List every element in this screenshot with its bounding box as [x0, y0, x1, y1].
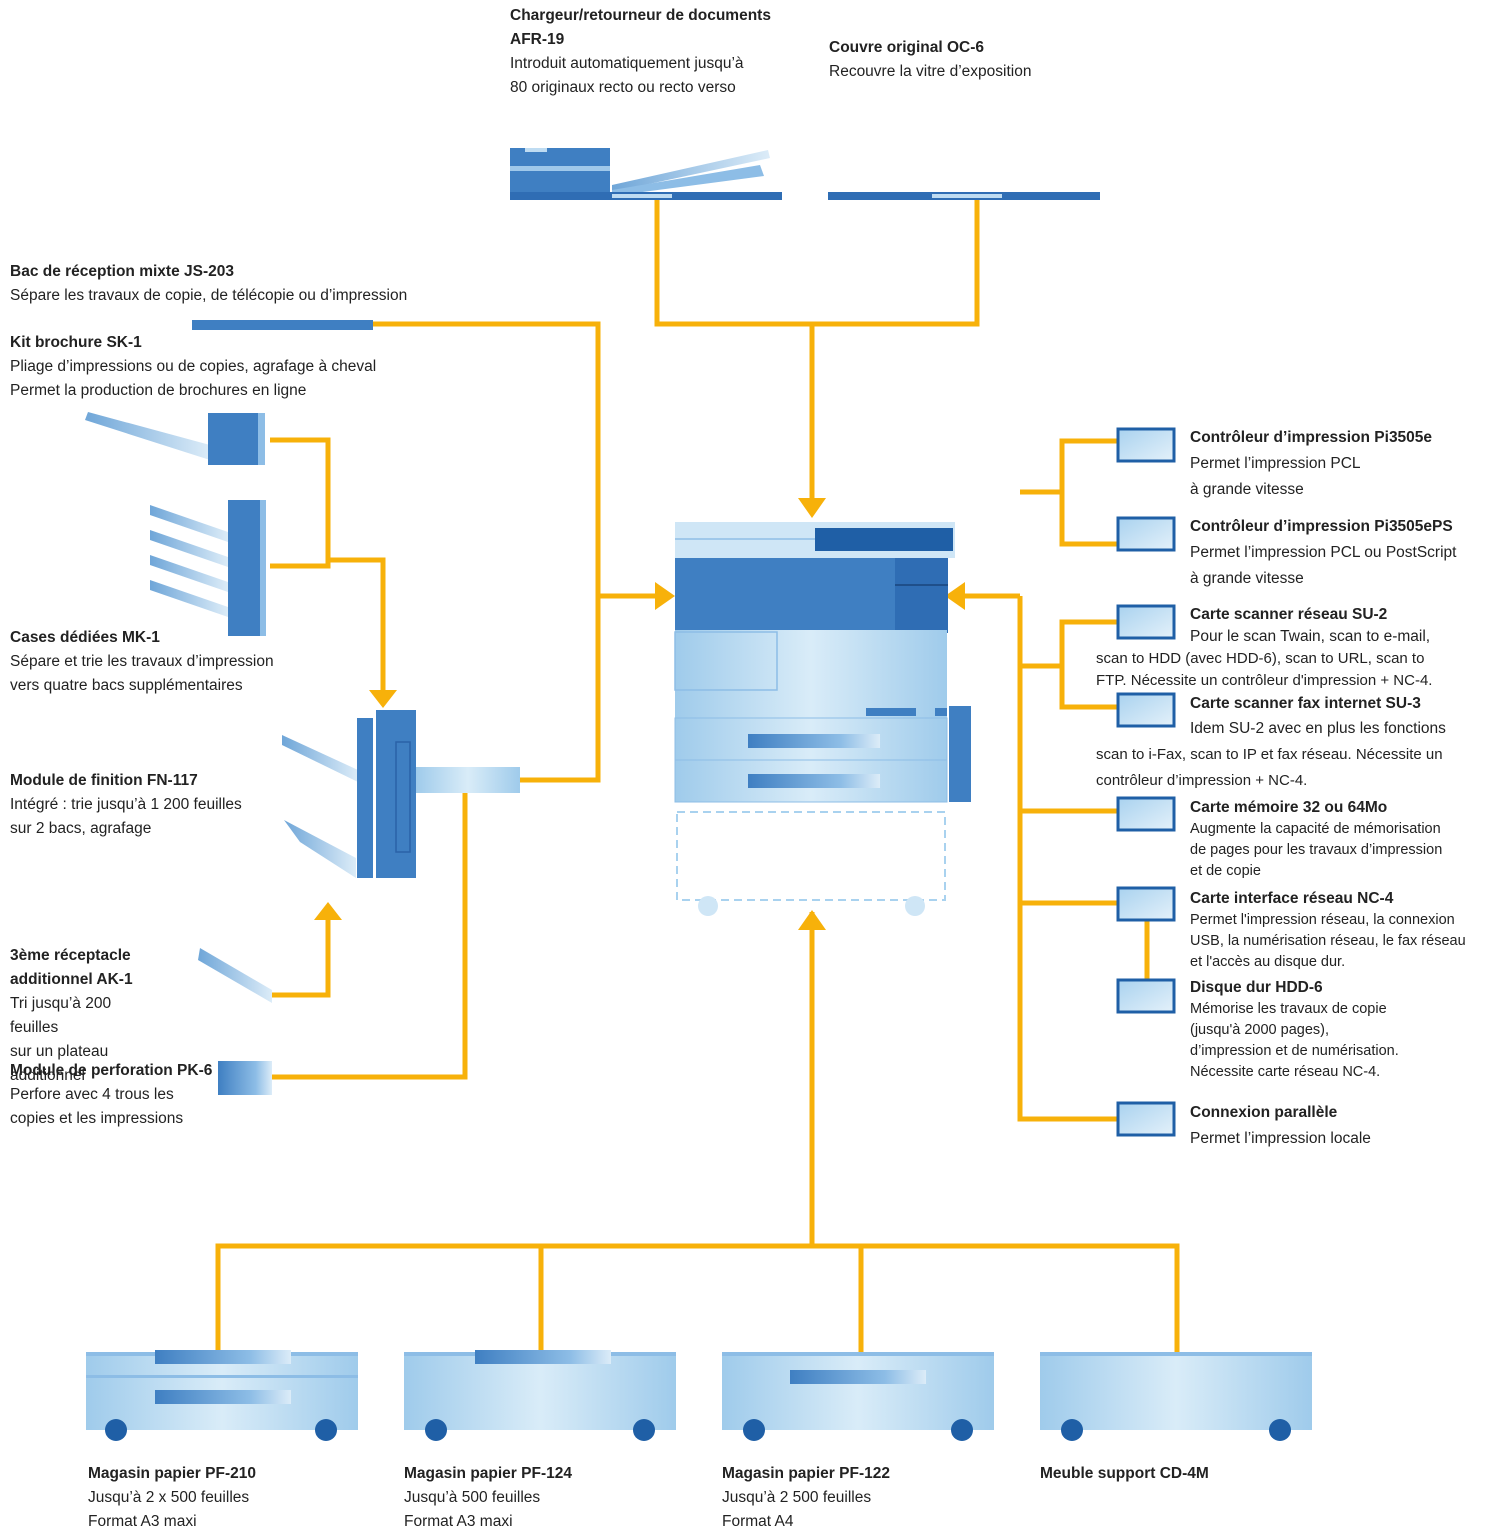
su-2-desc-3: FTP. Nécessite un contrôleur d'impressio…: [1096, 672, 1433, 689]
pf-210-device: [86, 1350, 358, 1441]
fn-117-desc-1: Intégré : trie jusqu’à 1 200 feuilles: [10, 796, 242, 813]
parallel-desc-1: Permet l’impression locale: [1190, 1130, 1371, 1147]
fn-117-device: [282, 710, 520, 878]
hdd-6-desc-1: Mémorise les travaux de copie: [1190, 1001, 1387, 1017]
afr-19-desc-1: Introduit automatiquement jusqu’à: [510, 55, 744, 72]
ak-1-title: 3ème réceptacle additionnel AK-1: [10, 947, 133, 988]
label-memory-card: Carte mémoire 32 ou 64Mo Augmente la cap…: [1190, 797, 1442, 882]
cd-4m-device: [1040, 1352, 1312, 1441]
hdd-6-desc-3: d’impression et de numérisation.: [1190, 1043, 1399, 1059]
su-3-title: Carte scanner fax internet SU-3: [1190, 695, 1421, 712]
su-3-desc-2: scan to i-Fax, scan to IP et fax réseau.…: [1096, 746, 1443, 763]
pi3505e-title: Contrôleur d’impression Pi3505e: [1190, 429, 1433, 446]
ak-1-device: [198, 948, 272, 1003]
label-pi3505e: Contrôleur d’impression Pi3505e Permet l…: [1190, 425, 1432, 503]
sk-1-desc-1: Pliage d’impressions ou de copies, agraf…: [10, 358, 377, 375]
afr-19-desc-2: 80 originaux recto ou recto verso: [510, 79, 736, 96]
label-pf-122: Magasin papier PF-122 Jusqu’à 2 500 feui…: [722, 1462, 890, 1534]
pf-210-title: Magasin papier PF-210: [88, 1465, 256, 1482]
fn-117-desc-2: sur 2 bacs, agrafage: [10, 820, 152, 837]
memory-card-desc-3: et de copie: [1190, 863, 1261, 879]
js-203-desc-1: Sépare les travaux de copie, de télécopi…: [10, 287, 408, 304]
memory-card-desc-2: de pages pour les travaux d’impression: [1190, 842, 1443, 858]
label-oc-6: Couvre original OC-6 Recouvre la vitre d…: [829, 36, 1031, 84]
pf-122-desc-2: Format A4: [722, 1513, 794, 1530]
label-su-2: Carte scanner réseau SU-2 Pour le scan T…: [1096, 604, 1476, 692]
label-pf-210: Magasin papier PF-210 Jusqu’à 2 x 500 fe…: [88, 1462, 256, 1534]
sk-1-device: [85, 412, 265, 465]
pi3505eps-title: Contrôleur d’impression Pi3505ePS: [1190, 518, 1453, 535]
pk-6-title: Module de perforation PK-6: [10, 1062, 213, 1079]
memory-card-desc-1: Augmente la capacité de mémorisation: [1190, 821, 1441, 837]
label-sk-1: Kit brochure SK-1 Pliage d’impressions o…: [10, 331, 376, 403]
pf-122-desc-1: Jusqu’à 2 500 feuilles: [722, 1489, 872, 1506]
pf-122-device: [722, 1352, 994, 1441]
pi3505e-desc-1: Permet l’impression PCL: [1190, 455, 1361, 472]
label-cd-4m: Meuble support CD-4M: [1040, 1462, 1209, 1486]
pf-124-title: Magasin papier PF-124: [404, 1465, 572, 1482]
su-2-desc-2: scan to HDD (avec HDD-6), scan to URL, s…: [1096, 650, 1425, 667]
ak-1-desc-1: Tri jusqu’à 200 feuilles: [10, 995, 112, 1036]
label-js-203: Bac de réception mixte JS-203 Sépare les…: [10, 260, 407, 308]
oc-6-title: Couvre original OC-6: [829, 39, 985, 56]
label-pk-6: Module de perforation PK-6 Perfore avec …: [10, 1059, 212, 1131]
sk-1-desc-2: Permet la production de brochures en lig…: [10, 382, 307, 399]
label-pf-124: Magasin papier PF-124 Jusqu’à 500 feuill…: [404, 1462, 572, 1534]
mk-1-desc-1: Sépare et trie les travaux d’impression: [10, 653, 274, 670]
oc-6-desc-1: Recouvre la vitre d’exposition: [829, 63, 1032, 80]
fn-117-title: Module de finition FN-117: [10, 772, 198, 789]
afr-19-device: [510, 148, 782, 200]
pk-6-desc-2: copies et les impressions: [10, 1110, 184, 1127]
label-afr-19: Chargeur/retourneur de documents AFR-19 …: [510, 4, 810, 100]
ak-1-desc-2: sur un plateau additionnel: [10, 1043, 109, 1084]
hdd-6-desc-2: (jusqu'à 2000 pages),: [1190, 1022, 1330, 1038]
su-3-desc-1: Idem SU-2 avec en plus les fonctions: [1190, 720, 1446, 737]
su-2-desc-1: Pour le scan Twain, scan to e-mail,: [1190, 628, 1431, 645]
pf-124-desc-1: Jusqu’à 500 feuilles: [404, 1489, 541, 1506]
label-fn-117: Module de finition FN-117 Intégré : trie…: [10, 769, 242, 841]
js-203-device: [192, 320, 373, 330]
right-cards: [1116, 427, 1176, 1137]
parallel-title: Connexion parallèle: [1190, 1104, 1338, 1121]
nc-4-desc-3: et l'accès au disque dur.: [1190, 954, 1346, 970]
pf-210-desc-2: Format A3 maxi: [88, 1513, 197, 1530]
pf-124-desc-2: Format A3 maxi: [404, 1513, 513, 1530]
nc-4-title: Carte interface réseau NC-4: [1190, 890, 1394, 907]
pi3505eps-desc-2: à grande vitesse: [1190, 570, 1304, 587]
connector-arrowheads: [314, 498, 965, 930]
label-parallel: Connexion parallèle Permet l’impression …: [1190, 1100, 1371, 1152]
pi3505eps-desc-1: Permet l’impression PCL ou PostScript: [1190, 544, 1457, 561]
pk-6-desc-1: Perfore avec 4 trous les: [10, 1086, 174, 1103]
connector-lines: [215, 198, 1180, 1352]
js-203-title: Bac de réception mixte JS-203: [10, 263, 234, 280]
sk-1-title: Kit brochure SK-1: [10, 334, 142, 351]
label-hdd-6: Disque dur HDD-6 Mémorise les travaux de…: [1190, 977, 1399, 1083]
label-pi3505eps: Contrôleur d’impression Pi3505ePS Permet…: [1190, 514, 1456, 592]
nc-4-desc-2: USB, la numérisation réseau, le fax rése…: [1190, 933, 1466, 949]
mk-1-device: [150, 500, 266, 636]
label-su-3: Carte scanner fax internet SU-3 Idem SU-…: [1096, 692, 1476, 794]
mk-1-title: Cases dédiées MK-1: [10, 629, 160, 646]
afr-19-title: Chargeur/retourneur de documents AFR-19: [510, 7, 771, 48]
memory-card-title: Carte mémoire 32 ou 64Mo: [1190, 799, 1388, 816]
su-2-title: Carte scanner réseau SU-2: [1190, 606, 1388, 623]
pk-6-device: [218, 1061, 272, 1095]
pf-210-desc-1: Jusqu’à 2 x 500 feuilles: [88, 1489, 250, 1506]
su-3-desc-3: contrôleur d’impression + NC-4.: [1096, 772, 1308, 789]
mk-1-desc-2: vers quatre bacs supplémentaires: [10, 677, 243, 694]
pf-122-title: Magasin papier PF-122: [722, 1465, 890, 1482]
pf-124-device: [404, 1350, 676, 1441]
cd-4m-title: Meuble support CD-4M: [1040, 1465, 1209, 1482]
oc-6-device: [828, 192, 1100, 200]
label-ak-1: 3ème réceptacle additionnel AK-1 Tri jus…: [10, 944, 150, 1088]
main-copier: [674, 522, 971, 916]
hdd-6-title: Disque dur HDD-6: [1190, 979, 1323, 996]
hdd-6-desc-4: Nécessite carte réseau NC-4.: [1190, 1064, 1381, 1080]
label-nc-4: Carte interface réseau NC-4 Permet l'imp…: [1190, 888, 1466, 973]
nc-4-desc-1: Permet l'impression réseau, la connexion: [1190, 912, 1455, 928]
label-mk-1: Cases dédiées MK-1 Sépare et trie les tr…: [10, 626, 274, 698]
pi3505e-desc-2: à grande vitesse: [1190, 481, 1304, 498]
